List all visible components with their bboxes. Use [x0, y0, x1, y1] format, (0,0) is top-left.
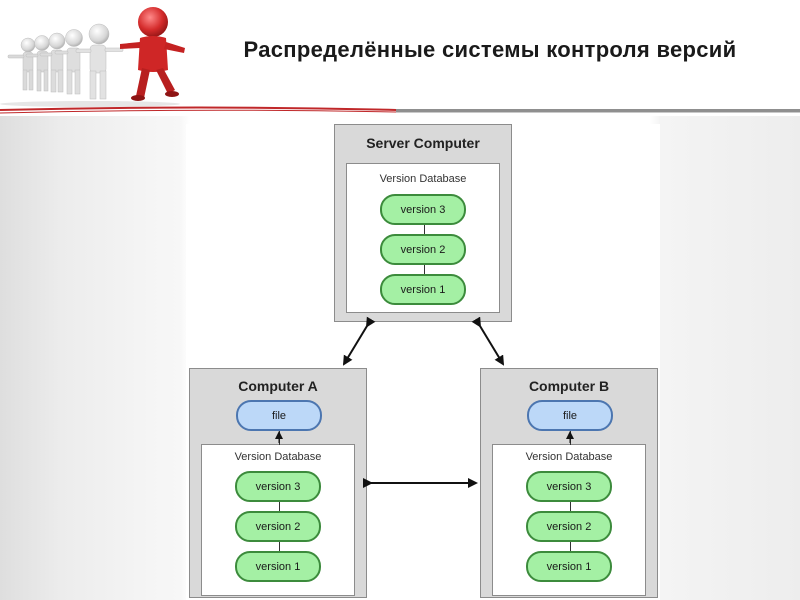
computer-a-file: file: [236, 400, 322, 431]
computer-a-version-3: version 3: [235, 471, 321, 502]
computer-b-version-3: version 3: [526, 471, 612, 502]
gray-figure-3: [39, 32, 66, 93]
floor-shadow: [0, 101, 180, 107]
computer-a-version-1: version 1: [235, 551, 321, 582]
computer-a-version-database: Version Database version 3 version 2 ver…: [201, 444, 355, 596]
computer-a-database-label: Version Database: [234, 451, 322, 463]
people-figures-illustration: [0, 7, 185, 107]
computer-b-box: Computer B file Version Database version…: [480, 368, 658, 598]
server-version-3: version 3: [380, 194, 466, 225]
computer-b-version-database: Version Database version 3 version 2 ver…: [492, 444, 646, 596]
computer-b-file: file: [527, 400, 613, 431]
red-leader-figure: [120, 7, 185, 101]
server-computer-box: Server Computer Version Database version…: [334, 124, 512, 322]
server-version-database: Version Database version 3 version 2 ver…: [346, 163, 500, 313]
server-database-label: Version Database: [379, 173, 467, 185]
computer-a-box: Computer A file Version Database version…: [189, 368, 367, 598]
arrow-server-computer-b: [471, 316, 505, 366]
computer-a-version-2: version 2: [235, 511, 321, 542]
slide-header: Распределённые системы контроля версий: [0, 0, 800, 118]
server-version-2: version 2: [380, 234, 466, 265]
computer-a-title: Computer A: [238, 378, 318, 394]
arrow-server-computer-a: [342, 316, 376, 366]
computer-b-version-1: version 1: [526, 551, 612, 582]
computer-b-title: Computer B: [528, 378, 610, 394]
server-version-1: version 1: [380, 274, 466, 305]
computer-b-database-label: Version Database: [525, 451, 613, 463]
gray-figure-5: [75, 23, 124, 100]
server-computer-title: Server Computer: [366, 135, 480, 151]
computer-b-version-2: version 2: [526, 511, 612, 542]
gray-figure-4: [54, 29, 83, 95]
header-divider-line: [0, 106, 800, 114]
slide-title: Распределённые системы контроля версий: [243, 37, 737, 62]
